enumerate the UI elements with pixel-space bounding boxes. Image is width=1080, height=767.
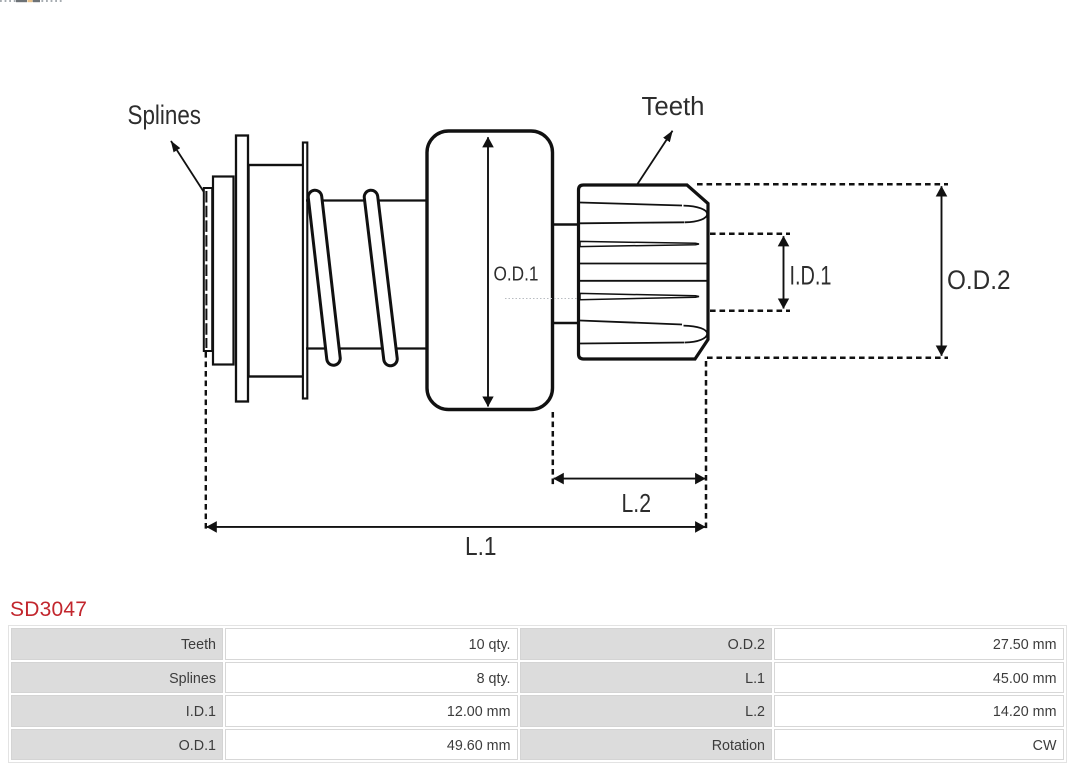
svg-text:Splines: Splines: [128, 100, 202, 130]
svg-text:Teeth: Teeth: [642, 93, 705, 121]
svg-text:L.2: L.2: [622, 488, 652, 518]
svg-text:L.1: L.1: [465, 531, 497, 561]
svg-text:O.D.1: O.D.1: [494, 264, 539, 286]
svg-text:O.D.2: O.D.2: [947, 265, 1011, 295]
svg-text:I.D.1: I.D.1: [790, 261, 832, 291]
